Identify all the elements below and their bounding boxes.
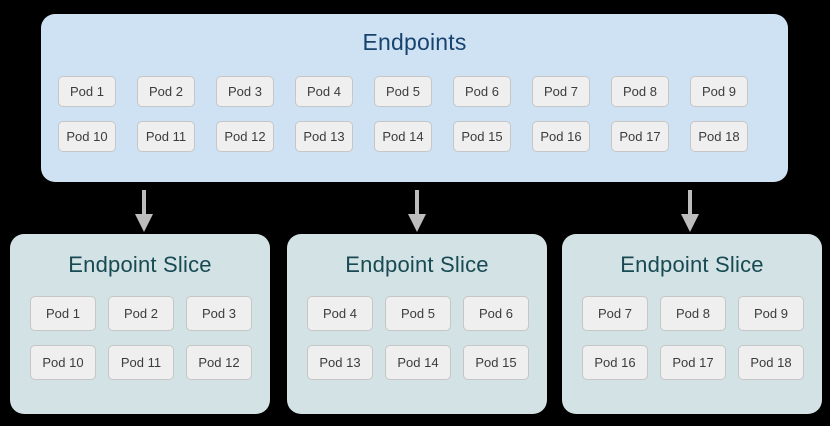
pod-chip[interactable]: Pod 10 — [30, 345, 96, 380]
pod-chip[interactable]: Pod 1 — [58, 76, 116, 107]
pod-chip[interactable]: Pod 15 — [463, 345, 529, 380]
pod-chip[interactable]: Pod 7 — [532, 76, 590, 107]
pod-chip[interactable]: Pod 6 — [463, 296, 529, 331]
pod-chip[interactable]: Pod 4 — [307, 296, 373, 331]
endpoint-slice-panel: Endpoint Slice Pod 7 Pod 8 Pod 9 Pod 16 … — [562, 234, 822, 414]
pod-chip[interactable]: Pod 9 — [738, 296, 804, 331]
endpoints-pod-row: Pod 1 Pod 2 Pod 3 Pod 4 Pod 5 Pod 6 Pod … — [58, 76, 771, 107]
pod-chip[interactable]: Pod 2 — [137, 76, 195, 107]
endpoints-pod-grid: Pod 1 Pod 2 Pod 3 Pod 4 Pod 5 Pod 6 Pod … — [58, 76, 771, 152]
endpoints-panel: Endpoints Pod 1 Pod 2 Pod 3 Pod 4 Pod 5 … — [41, 14, 788, 182]
endpoints-pod-row: Pod 10 Pod 11 Pod 12 Pod 13 Pod 14 Pod 1… — [58, 121, 771, 152]
pod-chip[interactable]: Pod 17 — [611, 121, 669, 152]
pod-chip[interactable]: Pod 15 — [453, 121, 511, 152]
slice-pod-row: Pod 1 Pod 2 Pod 3 — [30, 296, 252, 331]
pod-chip[interactable]: Pod 3 — [186, 296, 252, 331]
pod-chip[interactable]: Pod 5 — [385, 296, 451, 331]
slice-pod-row: Pod 10 Pod 11 Pod 12 — [30, 345, 252, 380]
pod-chip[interactable]: Pod 1 — [30, 296, 96, 331]
pod-chip[interactable]: Pod 9 — [690, 76, 748, 107]
endpoint-slice-panel: Endpoint Slice Pod 1 Pod 2 Pod 3 Pod 10 … — [10, 234, 270, 414]
arrow-down-icon — [406, 190, 428, 232]
pod-chip[interactable]: Pod 6 — [453, 76, 511, 107]
pod-chip[interactable]: Pod 2 — [108, 296, 174, 331]
pod-chip[interactable]: Pod 18 — [738, 345, 804, 380]
pod-chip[interactable]: Pod 16 — [582, 345, 648, 380]
pod-chip[interactable]: Pod 12 — [186, 345, 252, 380]
pod-chip[interactable]: Pod 12 — [216, 121, 274, 152]
pod-chip[interactable]: Pod 10 — [58, 121, 116, 152]
pod-chip[interactable]: Pod 3 — [216, 76, 274, 107]
pod-chip[interactable]: Pod 5 — [374, 76, 432, 107]
slice-pod-grid: Pod 7 Pod 8 Pod 9 Pod 16 Pod 17 Pod 18 — [582, 296, 804, 380]
slice-pod-row: Pod 16 Pod 17 Pod 18 — [582, 345, 804, 380]
pod-chip[interactable]: Pod 8 — [611, 76, 669, 107]
slice-pod-grid: Pod 4 Pod 5 Pod 6 Pod 13 Pod 14 Pod 15 — [307, 296, 529, 380]
arrow-down-icon — [679, 190, 701, 232]
pod-chip[interactable]: Pod 4 — [295, 76, 353, 107]
slice-pod-row: Pod 7 Pod 8 Pod 9 — [582, 296, 804, 331]
endpoint-slice-panel: Endpoint Slice Pod 4 Pod 5 Pod 6 Pod 13 … — [287, 234, 547, 414]
pod-chip[interactable]: Pod 17 — [660, 345, 726, 380]
pod-chip[interactable]: Pod 14 — [374, 121, 432, 152]
endpoint-slice-title: Endpoint Slice — [345, 252, 489, 277]
pod-chip[interactable]: Pod 8 — [660, 296, 726, 331]
endpoint-slice-title: Endpoint Slice — [620, 252, 764, 277]
pod-chip[interactable]: Pod 7 — [582, 296, 648, 331]
pod-chip[interactable]: Pod 13 — [307, 345, 373, 380]
slice-pod-row: Pod 13 Pod 14 Pod 15 — [307, 345, 529, 380]
pod-chip[interactable]: Pod 14 — [385, 345, 451, 380]
endpoints-title: Endpoints — [362, 29, 467, 55]
pod-chip[interactable]: Pod 11 — [108, 345, 174, 380]
slice-pod-row: Pod 4 Pod 5 Pod 6 — [307, 296, 529, 331]
slice-pod-grid: Pod 1 Pod 2 Pod 3 Pod 10 Pod 11 Pod 12 — [30, 296, 252, 380]
pod-chip[interactable]: Pod 13 — [295, 121, 353, 152]
arrow-down-icon — [133, 190, 155, 232]
endpoint-slice-title: Endpoint Slice — [68, 252, 212, 277]
pod-chip[interactable]: Pod 16 — [532, 121, 590, 152]
pod-chip[interactable]: Pod 11 — [137, 121, 195, 152]
pod-chip[interactable]: Pod 18 — [690, 121, 748, 152]
